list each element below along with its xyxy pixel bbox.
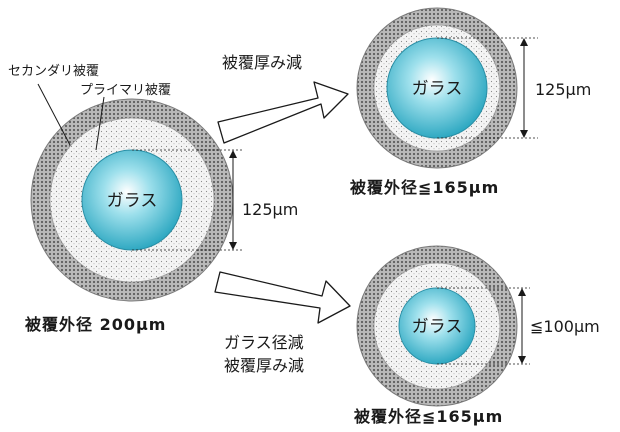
secondary-coating-label: セカンダリ被覆: [8, 64, 99, 79]
bottom-right-glass-label: ガラス: [412, 317, 463, 337]
left-fiber: ガラス: [30, 98, 234, 302]
top-right-fiber: ガラス: [356, 7, 518, 169]
top-right-dimension-label: 125μm: [535, 80, 591, 99]
bottom-right-caption: 被覆外径≦165μm: [354, 407, 503, 426]
top-arrow: [217, 81, 349, 144]
bottom-right-dimension-label: ≦100μm: [530, 317, 600, 336]
arrow-bottom-label-line2: 被覆厚み減: [224, 356, 304, 375]
left-caption: 被覆外径 200μm: [25, 315, 166, 334]
bottom-arrow: [214, 271, 351, 324]
left-dimension-label: 125μm: [242, 200, 298, 219]
top-right-caption: 被覆外径≦165μm: [350, 178, 499, 197]
top-right-glass-label: ガラス: [412, 79, 463, 99]
primary-coating-label: プライマリ被覆: [80, 83, 171, 98]
bottom-right-dimension: ≦100μm: [437, 287, 600, 365]
secondary-coating-leader: [37, 83, 71, 146]
primary-coating-leader: [95, 96, 105, 151]
bottom-right-fiber: ガラス: [356, 245, 518, 407]
arrow-top-label: 被覆厚み減: [222, 53, 302, 72]
left-glass-label: ガラス: [107, 191, 158, 211]
left-dimension: 125μm: [132, 149, 298, 251]
top-right-dimension: 125μm: [437, 37, 591, 139]
arrow-bottom-label-line1: ガラス径減: [224, 333, 304, 352]
